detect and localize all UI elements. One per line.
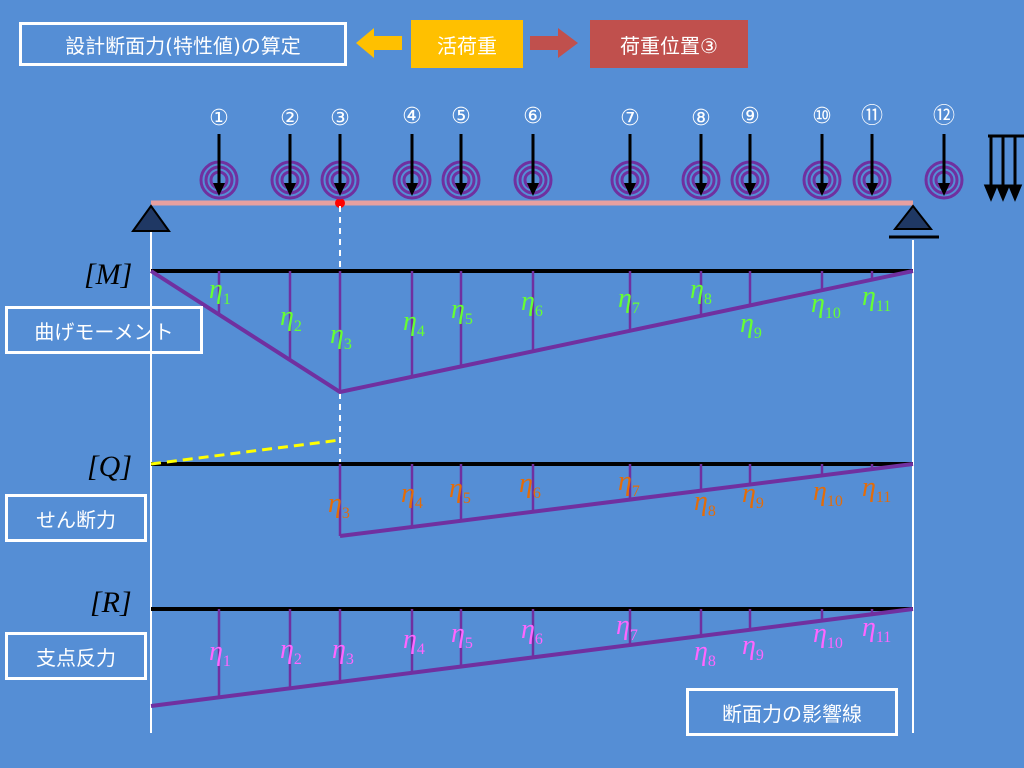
- shear-eta-5: η7: [618, 466, 640, 500]
- moment-eta-5: η5: [451, 294, 473, 328]
- wheel-load-icon-6: [513, 134, 553, 200]
- shear-eta-7: η9: [742, 478, 764, 512]
- wheel-loads: [199, 134, 964, 200]
- left-support-icon: [131, 204, 171, 232]
- wheel-load-icon-8: [681, 134, 721, 200]
- shear-box-label: せん断力: [36, 507, 116, 532]
- load-label-3: ③: [330, 106, 350, 131]
- reaction-eta-7: η7: [616, 610, 638, 644]
- shear-eta-1: η3: [328, 488, 350, 522]
- shear-box: せん断力: [5, 494, 147, 542]
- reaction-eta-2: η2: [280, 634, 302, 668]
- live-load-label: 活荷重: [437, 33, 497, 58]
- load-label-2: ②: [280, 106, 300, 131]
- shear-eta-9: η11: [862, 472, 891, 506]
- wheel-load-icon-3: [320, 134, 360, 200]
- distributed-load-icon: [983, 134, 1024, 202]
- wheel-load-icon-7: [610, 134, 650, 200]
- wheel-load-icon-12: [924, 134, 964, 200]
- moment-eta-9: η9: [740, 308, 762, 342]
- moment-eta-6: η6: [521, 286, 543, 320]
- eta-labels: η1 η2 η3 η4 η5 η6 η7 η8 η9 η10 η11 η3 η4 η5 η6 η7 η8 η9 η1…: [209, 274, 891, 670]
- moment-eta-4: η4: [403, 306, 425, 340]
- shear-eta-8: η10: [813, 476, 843, 510]
- load-label-10: ⑩: [812, 104, 832, 129]
- wheel-load-icon-9: [730, 134, 770, 200]
- right-arrow-icon: [530, 28, 578, 58]
- load-label-8: ⑧: [691, 106, 711, 131]
- moment-eta-11: η11: [862, 281, 891, 315]
- load-label-11: ⑪: [861, 104, 883, 129]
- page-title: 設計断面力(特性値)の算定: [65, 33, 301, 58]
- shear-dashed-left: [150, 438, 341, 466]
- title-box: 設計断面力(特性値)の算定: [19, 22, 347, 66]
- reaction-bracket-label: [R]: [90, 586, 132, 619]
- load-position-box: 荷重位置③: [590, 20, 748, 68]
- load-label-6: ⑥: [523, 104, 543, 129]
- reaction-eta-8: η8: [694, 636, 716, 670]
- reaction-eta-6: η6: [521, 614, 543, 648]
- wheel-load-icon-1: [199, 134, 239, 200]
- shear-eta-6: η8: [694, 486, 716, 520]
- reaction-influence-line: [150, 607, 914, 708]
- wheel-load-icon-2: [270, 134, 310, 200]
- shear-eta-3: η5: [449, 473, 471, 507]
- ordinates: [217, 271, 874, 698]
- moment-eta-2: η2: [280, 301, 302, 335]
- reaction-eta-10: η10: [813, 618, 843, 652]
- load-label-1: ①: [209, 106, 229, 131]
- moment-eta-8: η8: [690, 274, 712, 308]
- shear-bracket-label: [Q]: [87, 450, 132, 483]
- load-label-5: ⑤: [451, 104, 471, 129]
- reaction-eta-9: η9: [742, 630, 764, 664]
- wheel-load-icon-10: [802, 134, 842, 200]
- load-label-4: ④: [402, 104, 422, 129]
- load-label-7: ⑦: [620, 106, 640, 131]
- load-label-12: ⑫: [933, 104, 955, 129]
- section-point: [335, 198, 345, 208]
- load-label-9: ⑨: [740, 104, 760, 129]
- reaction-eta-11: η11: [862, 612, 891, 646]
- load-position-label: 荷重位置③: [620, 33, 718, 58]
- reaction-eta-3: η3: [332, 634, 354, 668]
- reaction-eta-5: η5: [451, 618, 473, 652]
- wheel-load-icon-4: [392, 134, 432, 200]
- reaction-eta-1: η1: [209, 636, 231, 670]
- shear-eta-4: η6: [519, 468, 541, 502]
- load-labels: ① ② ③ ④ ⑤ ⑥ ⑦ ⑧ ⑨ ⑩ ⑪ ⑫: [209, 104, 955, 131]
- shear-eta-2: η4: [401, 478, 423, 512]
- left-arrow-icon: [356, 28, 402, 58]
- moment-box-label: 曲げモーメント: [34, 319, 174, 344]
- moment-eta-3: η3: [330, 319, 352, 353]
- moment-eta-10: η10: [811, 288, 841, 322]
- wheel-load-icon-11: [852, 134, 892, 200]
- reaction-eta-4: η4: [403, 624, 425, 658]
- influence-lines-label: 断面力の影響線: [722, 701, 862, 726]
- reaction-box-label: 支点反力: [36, 645, 116, 670]
- shear-influence-line: [339, 462, 914, 538]
- wheel-load-icon-5: [441, 134, 481, 200]
- reaction-box: 支点反力: [5, 632, 147, 680]
- moment-eta-7: η7: [618, 283, 640, 317]
- right-support-icon: [889, 204, 939, 239]
- moment-bracket-label: [M]: [84, 258, 132, 291]
- moment-box: 曲げモーメント: [5, 306, 203, 354]
- moment-eta-1: η1: [209, 274, 231, 308]
- influence-lines-box: 断面力の影響線: [686, 688, 898, 736]
- live-load-box: 活荷重: [411, 20, 523, 68]
